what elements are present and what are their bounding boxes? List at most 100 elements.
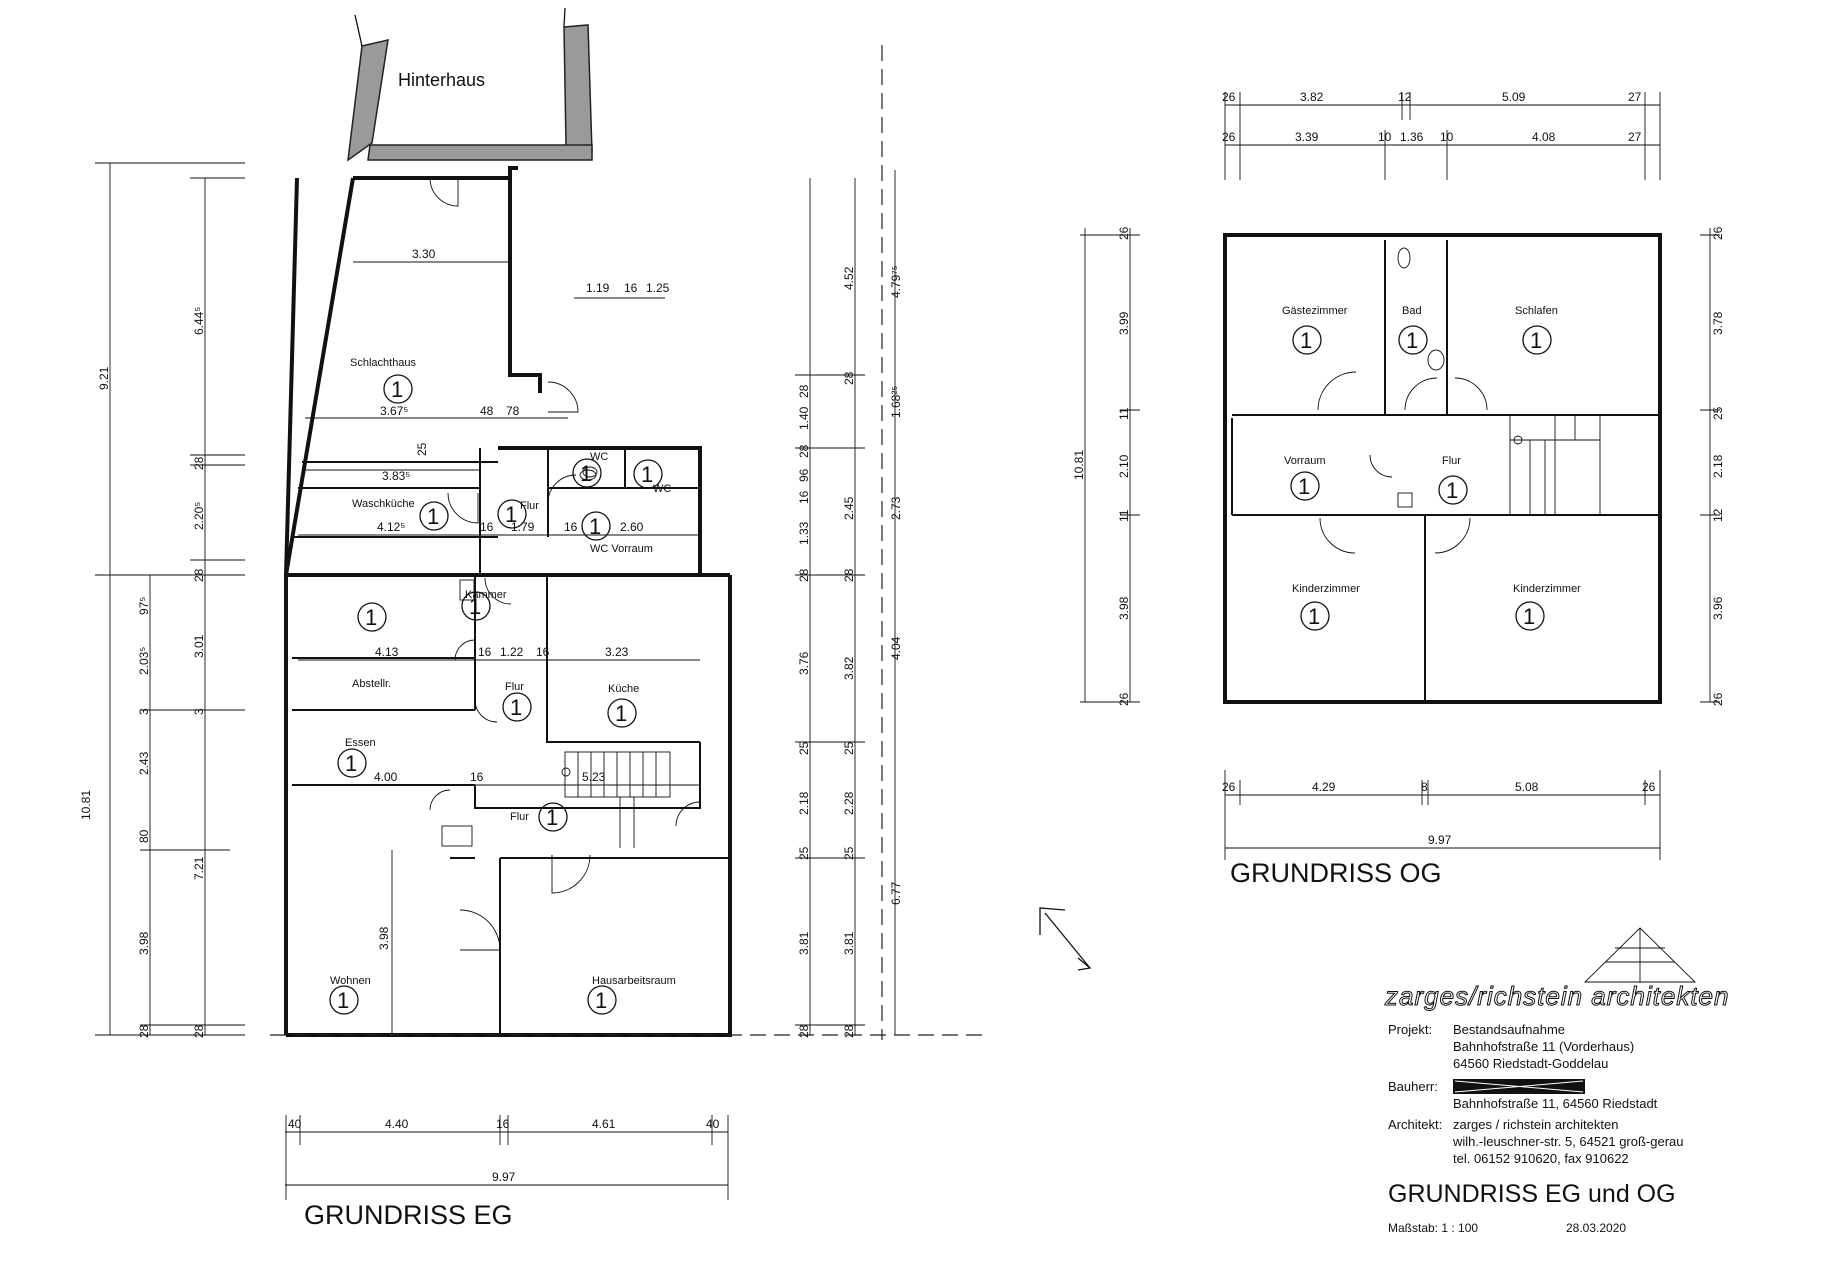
room-number-markers-eg: 1 1 1 1 1 1 1 1 1 1 1 1 1 1 [329, 374, 663, 1015]
dim: 27 [1628, 130, 1642, 144]
dim: 5.23 [582, 770, 606, 784]
dim: 3.98 [377, 926, 391, 950]
dim: 1.19 [586, 281, 610, 295]
dim: 16 [496, 1117, 510, 1131]
dim: 1.68²⁵ [889, 386, 903, 418]
projekt-label: Projekt: [1388, 1022, 1433, 1037]
dim: 6.77 [889, 881, 903, 905]
dim: 16 [564, 520, 578, 534]
dim: 2.45 [842, 496, 856, 520]
architekt-line: tel. 06152 910620, fax 910622 [1453, 1151, 1629, 1166]
dim: 28 [137, 1024, 151, 1038]
dim: 3.30 [412, 247, 436, 261]
dim: 16 [480, 520, 494, 534]
dim: 16 [536, 645, 550, 659]
dim: 4.08 [1532, 130, 1556, 144]
dim: 3.98 [1117, 596, 1131, 620]
room-label: Essen [345, 737, 376, 749]
dim: 28 [797, 384, 811, 398]
room-number: 1 [469, 594, 481, 619]
dim: 3.78 [1711, 311, 1725, 335]
room-number: 1 [1446, 478, 1458, 503]
dim: 28 [192, 568, 206, 582]
dim: 28 [192, 1024, 206, 1038]
rooms-eg: Schlachthaus Waschküche Flur WC WC WC Vo… [330, 357, 676, 987]
ground-floor-plan: Hinterhaus [79, 7, 990, 1230]
dim: 8 [1421, 780, 1428, 794]
dim: 26 [1222, 130, 1236, 144]
room-number: 1 [391, 377, 403, 402]
room-number: 1 [580, 461, 592, 486]
dim: 3.01 [192, 634, 206, 658]
dim: 40 [288, 1117, 302, 1131]
room-label: Flur [1442, 455, 1461, 467]
dim: 26 [1117, 226, 1131, 240]
dim: 26 [1711, 226, 1725, 240]
north-arrow-icon [1039, 907, 1092, 971]
dim: 2.73 [889, 496, 903, 520]
dim: 4.79⁷⁵ [889, 265, 903, 298]
room-number: 1 [1298, 474, 1310, 499]
dim: 1.22 [500, 645, 524, 659]
dim: 27 [1628, 90, 1642, 104]
dim: 25 [797, 846, 811, 860]
room-label: Vorraum [1284, 455, 1326, 467]
room-number: 1 [615, 701, 627, 726]
architekt-line: zarges / richstein architekten [1453, 1117, 1619, 1132]
dim: 16 [478, 645, 492, 659]
dim: 28 [192, 456, 206, 470]
room-label: Kinderzimmer [1292, 583, 1360, 595]
room-label: Wohnen [330, 975, 371, 987]
dim: 2.10 [1117, 454, 1131, 478]
bauherr-redaction [1453, 1079, 1585, 1094]
dim: 3.98 [137, 931, 151, 955]
dim: 2.43 [137, 751, 151, 775]
dim: 9.97 [492, 1170, 516, 1184]
dim: 5.08 [1515, 780, 1539, 794]
dim: 16 [470, 770, 484, 784]
dim: 40 [706, 1117, 720, 1131]
dim: 4.13 [375, 645, 399, 659]
dim: 12 [1398, 90, 1412, 104]
dim: 4.52 [842, 266, 856, 290]
dim: 3.23 [605, 645, 629, 659]
dim: 26 [1222, 780, 1236, 794]
room-number: 1 [427, 504, 439, 529]
room-label: Bad [1402, 305, 1422, 317]
dim: 4.29 [1312, 780, 1336, 794]
dim: 2.20⁵ [192, 502, 206, 530]
dims-eg-right: 28 1.40 28 96 16 1.33 28 3.76 25 2.18 25… [795, 45, 903, 1040]
brand-name: zarges/richstein architekten [1384, 981, 1729, 1011]
dim: 7.21 [192, 856, 206, 880]
rooms-og: Gästezimmer Bad Schlafen Vorraum Flur Ki… [1282, 305, 1581, 595]
dim: 4.61 [592, 1117, 616, 1131]
dim: 5.09 [1502, 90, 1526, 104]
room-number: 1 [546, 805, 558, 830]
dim: 28 [842, 568, 856, 582]
plan-date: 28.03.2020 [1566, 1221, 1627, 1235]
dim: 25 [1711, 406, 1725, 420]
room-number: 1 [365, 605, 377, 630]
dim: 3.96 [1711, 596, 1725, 620]
room-label: Waschküche [352, 498, 415, 510]
room-number: 1 [595, 988, 607, 1013]
room-number: 1 [589, 514, 601, 539]
dim: 10.81 [1072, 450, 1086, 480]
room-number-markers-og: 1 1 1 1 1 1 1 [1290, 325, 1552, 631]
title-og: GRUNDRISS OG [1230, 858, 1442, 888]
dim: 28 [797, 568, 811, 582]
projekt-line: Bestandsaufnahme [1453, 1022, 1566, 1037]
stair-og [1397, 247, 1601, 516]
hinterhaus-label: Hinterhaus [398, 70, 485, 90]
dim: 3.39 [1295, 130, 1319, 144]
dim: 1.40 [797, 406, 811, 430]
dim: 4.04 [889, 636, 903, 660]
room-label: Küche [608, 683, 639, 695]
room-number: 1 [641, 462, 653, 487]
bauherr-label: Bauherr: [1388, 1079, 1438, 1094]
dims-og-right: 26 3.78 25 2.18 12 3.96 26 [1700, 226, 1725, 706]
room-number: 1 [1300, 328, 1312, 353]
room-number: 1 [337, 988, 349, 1013]
dims-og-top: 26 3.82 12 5.09 27 26 3.39 10 1.36 10 4.… [1222, 90, 1661, 180]
